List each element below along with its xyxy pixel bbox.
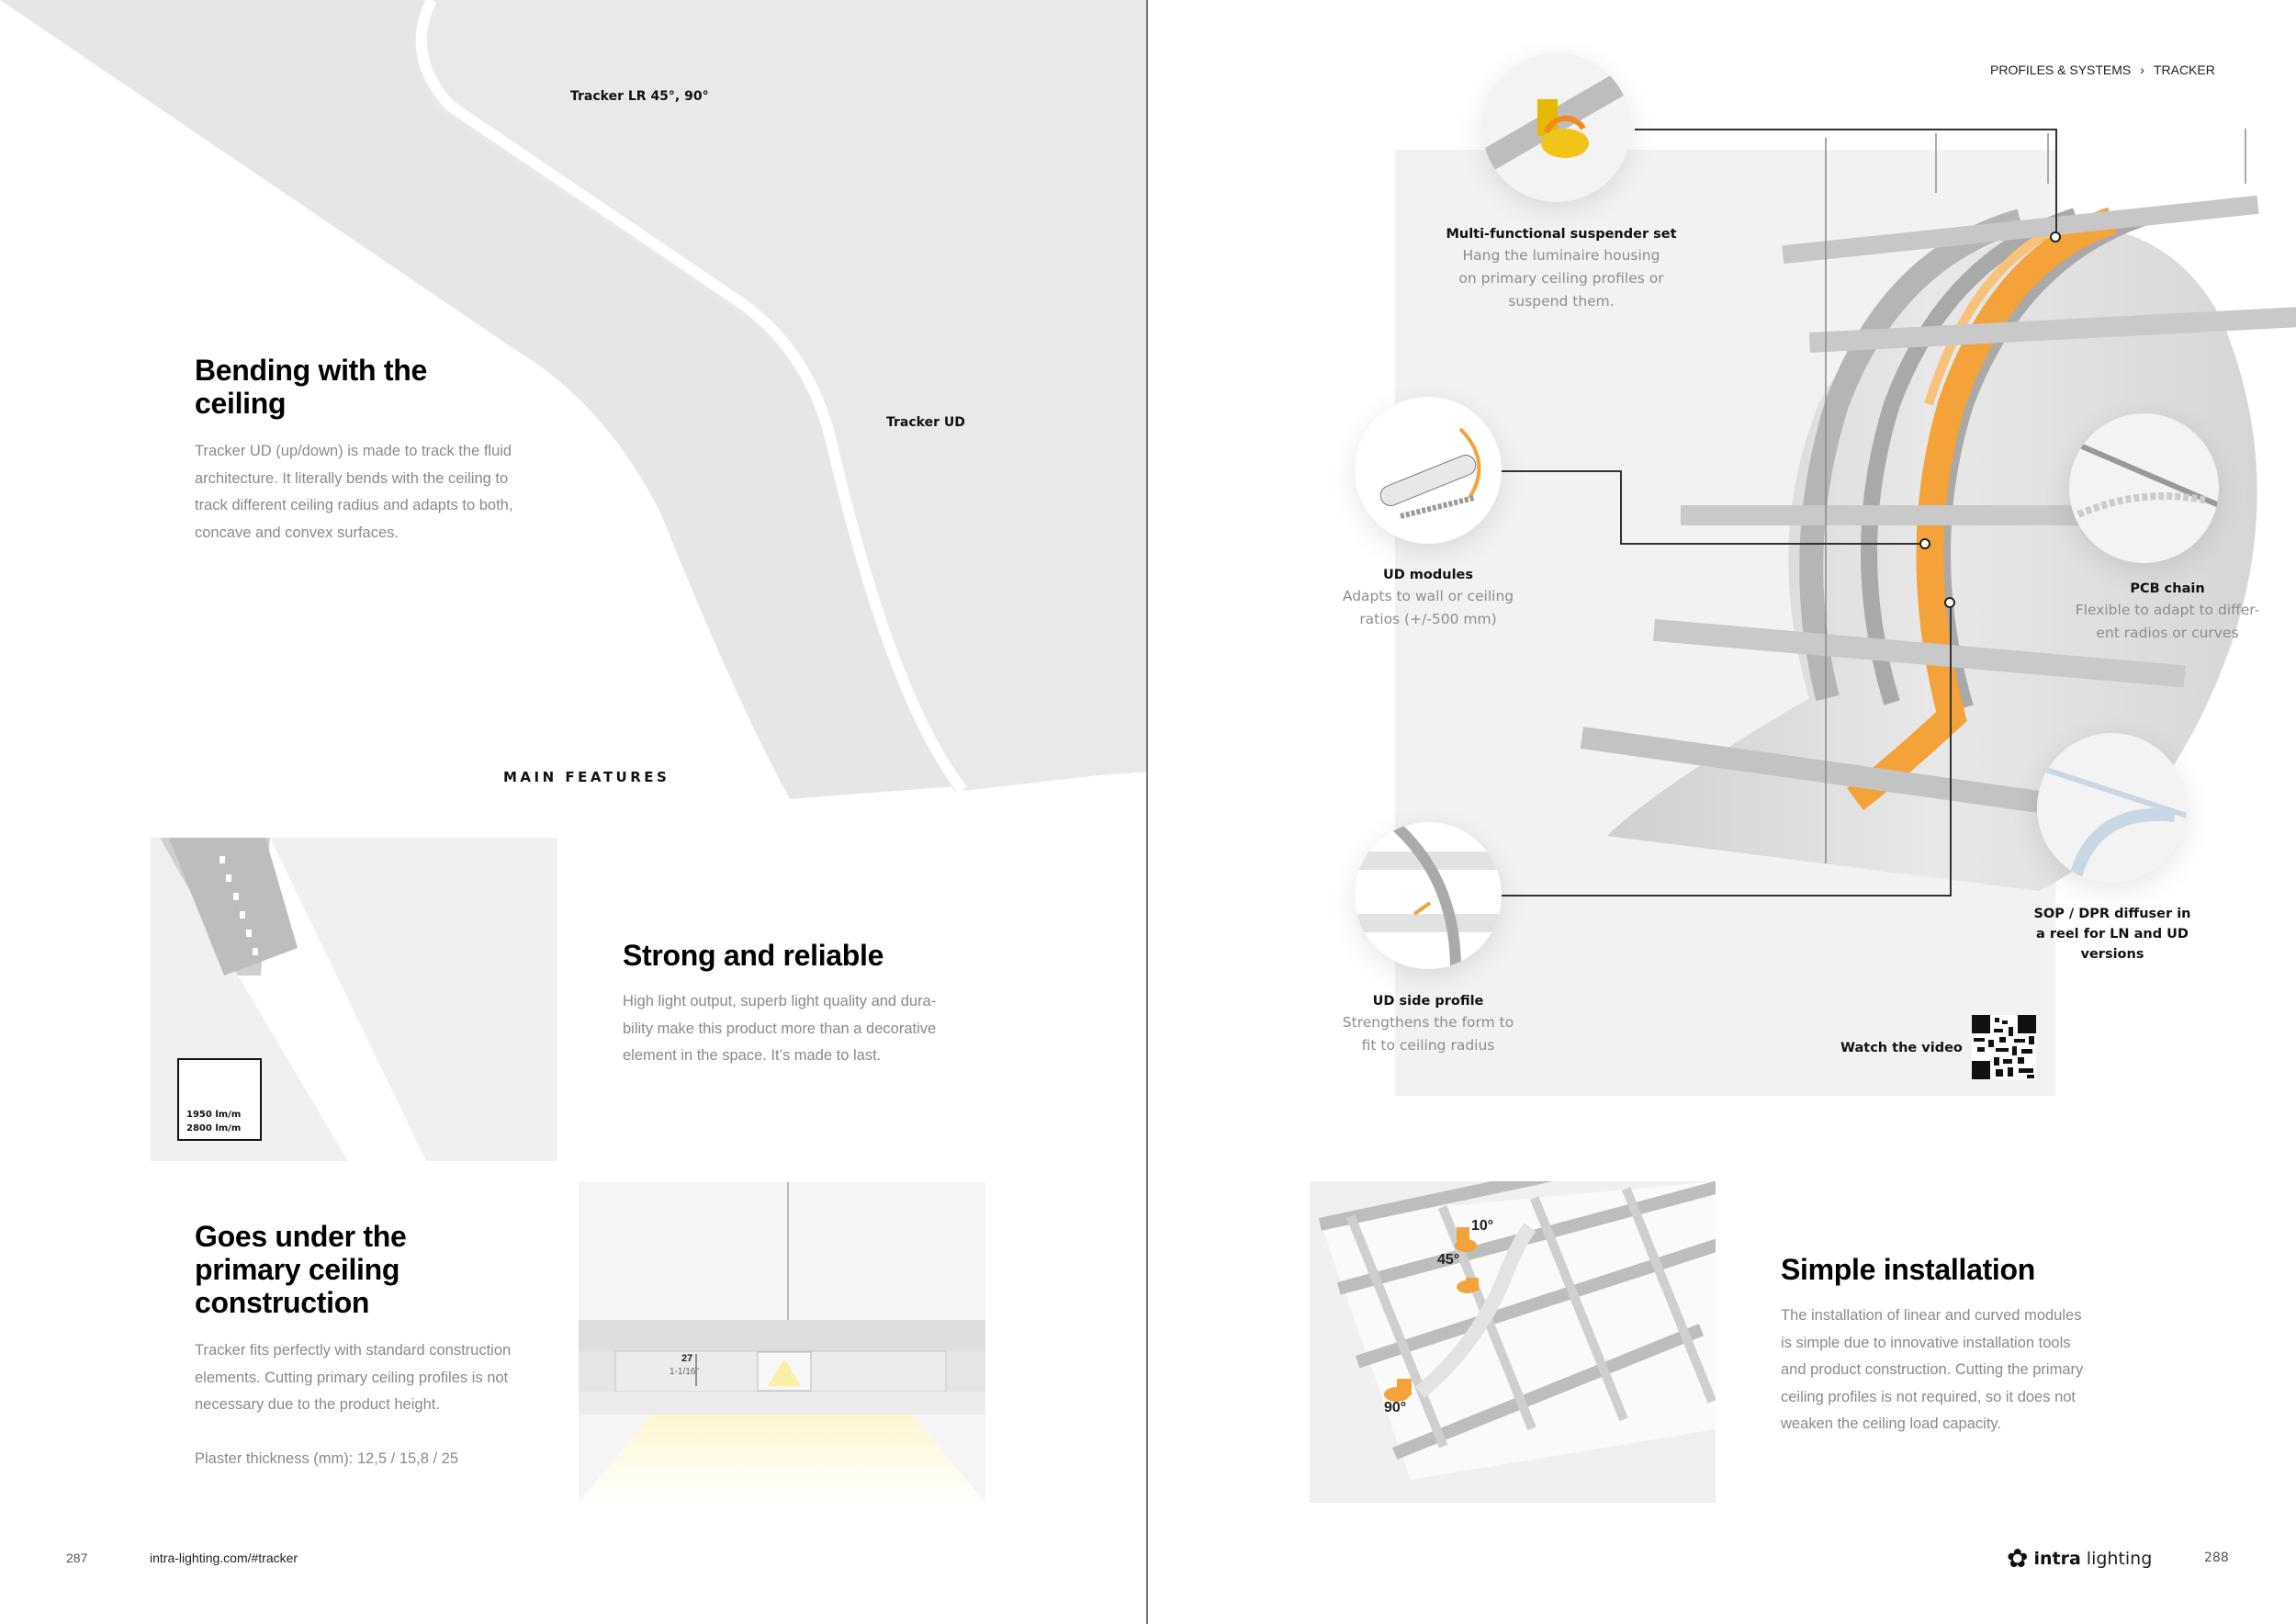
dimension-mm: 27: [681, 1353, 693, 1364]
luminaire-cutaway-illustration: [160, 838, 426, 1161]
installation-grid-illustration: [1319, 1181, 1716, 1480]
feature-simple-installation: Simple installation The installation of …: [1781, 1253, 2167, 1438]
callout-diffuser: SOP / DPR diffuser in a reel for LN and …: [2033, 907, 2191, 962]
breadcrumb-parent[interactable]: PROFILES & SYSTEMS: [1990, 62, 2132, 77]
feature-goes-under: Goes under the primary ceiling construct…: [195, 1220, 562, 1472]
angle-label-10: 10°: [1471, 1218, 1494, 1234]
breadcrumb: PROFILES & SYSTEMS › TRACKER: [1990, 62, 2215, 77]
ud-modules-detail-image: [1355, 397, 1502, 544]
angle-label-45: 45°: [1437, 1252, 1460, 1268]
feature-heading: Strong and reliable: [623, 939, 884, 972]
callout-dot: [1944, 597, 1955, 608]
suspender-detail-image: [1482, 53, 1631, 202]
ud-side-profile-detail-image: [1355, 822, 1502, 969]
plaster-thickness: Plaster thickness (mm): 12,5 / 15,8 / 25: [195, 1449, 459, 1467]
breadcrumb-current: TRACKER: [2153, 62, 2215, 77]
label-tracker-lr: Tracker LR 45°, 90°: [570, 89, 709, 104]
callout-suspender: Multi-functional suspender set Hang the …: [1446, 227, 1677, 310]
intro-body: Tracker UD (up/down) is made to track th…: [195, 443, 513, 541]
feature-heading: Simple installation: [1781, 1253, 2036, 1286]
ceiling-surface-front: [418, 0, 1147, 792]
footer-url-link[interactable]: intra-lighting.com/#tracker: [150, 1551, 298, 1565]
callout-dot: [2050, 231, 2061, 242]
brand-name-bold: intra: [2033, 1549, 2081, 1569]
page-number-left: 287: [66, 1551, 88, 1565]
intro-heading: Bending with the ceiling: [195, 354, 427, 420]
pcb-chain-detail-image: [2069, 413, 2219, 563]
side-profile-icon: [1355, 822, 1502, 969]
callout-pcb-chain: PCB chain Flexible to adapt to differ- e…: [2075, 581, 2260, 641]
lumen-badge: 1950 lm/m 2800 lm/m: [177, 1058, 262, 1141]
leader-line: [1620, 470, 1622, 544]
label-tracker-ud: Tracker UD: [886, 415, 965, 430]
page-divider: [1146, 0, 1148, 1624]
flower-logo-icon: ✿: [2007, 1544, 2029, 1573]
leader-line: [1950, 603, 1952, 897]
ceiling-section-image: 27 1-1/16": [579, 1182, 985, 1503]
hero-ceiling-illustration: [0, 0, 1147, 799]
brand-name-light: lighting: [2086, 1549, 2153, 1569]
strong-reliable-image: 1950 lm/m 2800 lm/m: [151, 838, 557, 1161]
installation-image: 10° 45° 90°: [1310, 1181, 1716, 1503]
section-label-main-features: MAIN FEATURES: [503, 769, 670, 785]
dimension-inch: 1-1/16": [670, 1367, 699, 1377]
ceiling-section-illustration: [579, 1182, 985, 1503]
feature-body: High light output, superb light quality …: [623, 993, 937, 1064]
brand-logo[interactable]: ✿ intra lighting: [2007, 1546, 2152, 1572]
page-number-right: 288: [2204, 1551, 2229, 1565]
callout-dot: [1919, 538, 1930, 549]
qr-code-icon[interactable]: [1972, 1014, 2036, 1080]
cross-profile: [1652, 618, 2186, 688]
feature-strong-reliable: Strong and reliable High light output, s…: [623, 939, 1008, 1070]
intro-block: Bending with the ceiling Tracker UD (up/…: [195, 354, 544, 547]
pcb-chain-icon: [2069, 438, 2219, 518]
leader-line: [1635, 129, 2057, 130]
exploded-ceiling-diagram: [1580, 129, 2296, 891]
cross-profile: [1782, 195, 2259, 265]
callout-ud-modules: UD modules Adapts to wall or ceiling rat…: [1342, 568, 1514, 627]
callout-ud-side-profile: UD side profile Strengthens the form to …: [1342, 994, 1514, 1054]
right-page: PROFILES & SYSTEMS › TRACKER: [1148, 0, 2296, 1624]
left-page: Tracker LR 45°, 90° Tracker UD Bending w…: [0, 0, 1147, 1624]
chevron-right-icon: ›: [2140, 62, 2144, 77]
diffuser-reel-icon: [2045, 767, 2187, 883]
tracker-light-line: [415, 0, 967, 794]
cross-profile: [1580, 727, 2111, 823]
suspender-icon: [1482, 64, 1631, 177]
feature-body: The installation of linear and curved mo…: [1781, 1307, 2084, 1432]
feature-heading: Goes under the primary ceiling construct…: [195, 1220, 407, 1319]
ud-modules-icon: [1379, 427, 1481, 519]
diffuser-detail-image: [2037, 733, 2187, 883]
leader-line: [1488, 470, 1621, 472]
leader-line: [1620, 543, 1923, 545]
leader-line: [1499, 895, 1952, 897]
angle-label-90: 90°: [1384, 1400, 1407, 1415]
feature-body: Tracker fits perfectly with standard con…: [195, 1342, 512, 1413]
leader-line: [2055, 129, 2057, 235]
watch-video-link[interactable]: Watch the video: [1840, 1041, 1963, 1055]
cross-profile: [1808, 305, 2296, 354]
